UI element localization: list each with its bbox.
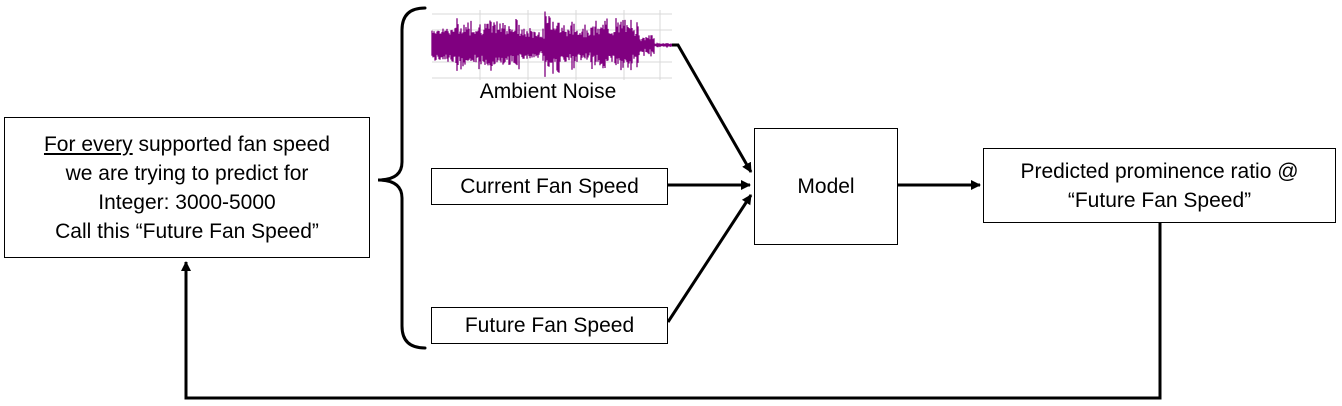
prediction-output-box: Predicted prominence ratio @ “Future Fan… (983, 148, 1336, 223)
line1-rest: supported fan speed (132, 132, 331, 156)
model-box: Model (754, 128, 898, 245)
loop-description-line-3: Integer: 3000-5000 (98, 190, 276, 214)
prediction-line-1: Predicted prominence ratio @ (1020, 159, 1299, 183)
loop-description-line-2: we are trying to predict for (65, 161, 309, 185)
model-label: Model (797, 175, 855, 198)
arrow-ambient-to-model (672, 43, 753, 173)
feedback-arrow-prediction-to-fan-speed (181, 223, 1162, 400)
prediction-line-2: “Future Fan Speed” (1067, 188, 1252, 212)
future-fan-speed-label: Future Fan Speed (464, 314, 635, 337)
ambient-noise-label: Ambient Noise (479, 80, 617, 103)
loop-description-line-1: For every supported fan speed (44, 130, 330, 159)
current-fan-speed-box: Current Fan Speed (431, 168, 668, 205)
input-group-brace (377, 6, 427, 350)
ambient-noise-waveform-icon (431, 11, 673, 77)
future-fan-speed-box: Future Fan Speed (431, 307, 668, 344)
waveform-trace (431, 11, 673, 77)
future-fan-speed-loop-box: For every supported fan speed we are try… (4, 117, 370, 258)
loop-description-line-4: Call this “Future Fan Speed” (55, 219, 319, 243)
for-every-underlined: For every (43, 132, 133, 156)
arrow-future-to-model (666, 194, 753, 323)
current-fan-speed-label: Current Fan Speed (460, 175, 639, 198)
